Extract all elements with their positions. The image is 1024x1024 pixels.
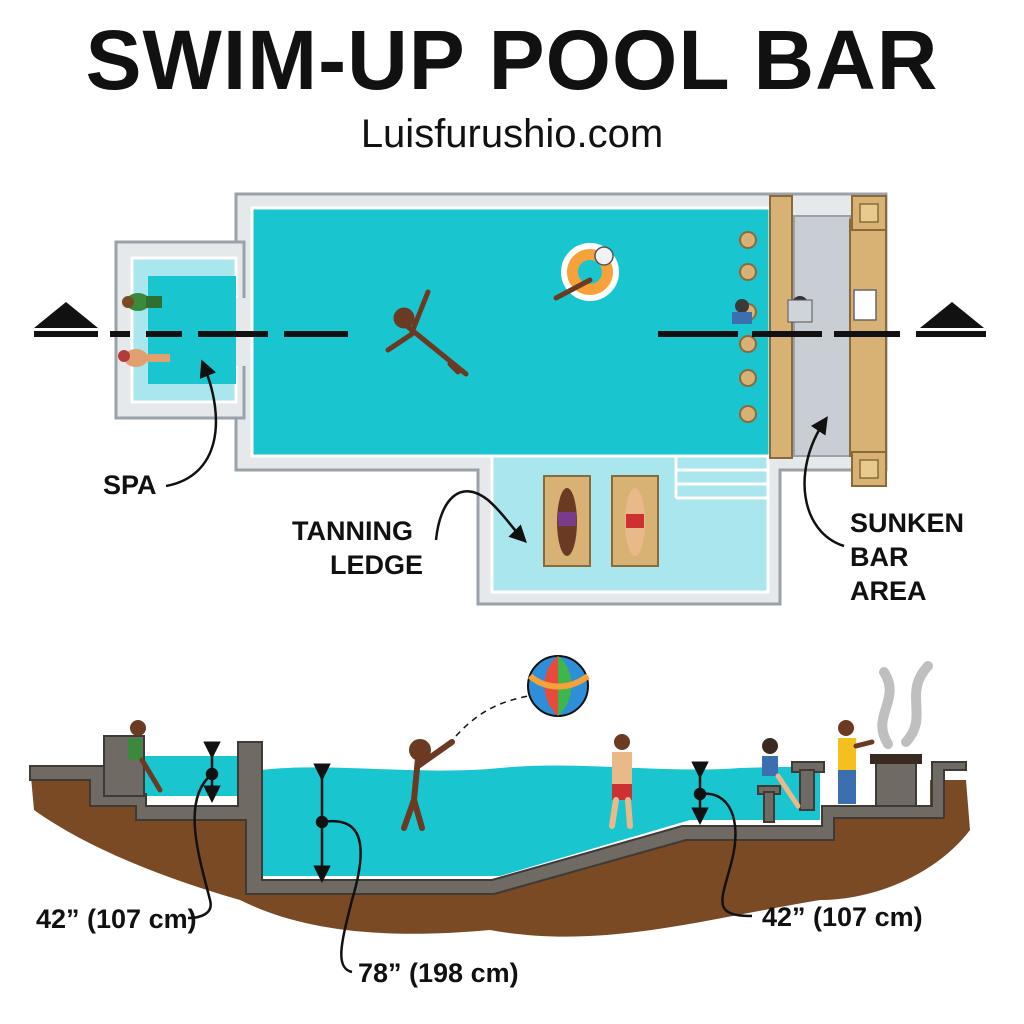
grill (875, 761, 917, 807)
bar-patron (732, 299, 752, 324)
lounger-1 (543, 475, 591, 567)
grill-chef (838, 720, 875, 804)
floating-swimmer (385, 289, 469, 377)
tanning-label-line2: LEDGE (330, 550, 423, 580)
spa-sitter (128, 720, 163, 793)
inner-tube (553, 243, 619, 301)
plan-view: SPA TANNING LEDGE SUNKEN BAR AREA (34, 192, 986, 606)
sunken-label-line1: SUNKEN (850, 508, 964, 538)
deep-depth-label: 78” (198 cm) (358, 958, 519, 988)
page-title: SWIM-UP POOL BAR (85, 13, 939, 107)
sunken-label-line2: BAR (850, 542, 909, 572)
lounger-2 (611, 475, 659, 567)
back-bar-counter (849, 219, 887, 457)
bartender (787, 296, 813, 323)
pool-steps (674, 456, 768, 500)
bar-corner-bottom-inner (859, 459, 879, 479)
spa-label: SPA (103, 470, 157, 500)
tanning-label-line1: TANNING (292, 516, 413, 546)
ball-trajectory (455, 695, 529, 737)
spa-person-2 (118, 349, 170, 367)
section-view: 42” (107 cm) 78” (198 cm) 42” (107 cm) (29, 655, 970, 988)
bar-sink (853, 289, 877, 321)
sunken-label-line3: AREA (850, 576, 927, 606)
section-bar-counter-post (799, 769, 815, 811)
bar-corner-top-inner (859, 203, 879, 223)
grill-top (870, 754, 922, 764)
spa-depth-label: 42” (107 cm) (36, 904, 197, 934)
spa-depth-leader (187, 773, 213, 920)
section-pool-water (262, 765, 820, 876)
spa-person-1 (122, 293, 162, 311)
smoke-icon (877, 661, 933, 749)
section-marker-triangle-icon (920, 302, 984, 328)
swimmer-standing (609, 734, 633, 829)
spa-inner-water (148, 276, 236, 384)
bar-depth-label: 42” (107 cm) (762, 902, 923, 932)
section-spa-water (142, 756, 238, 796)
section-bar-stool-post (763, 791, 775, 823)
bar-counter (769, 195, 793, 459)
bar-depth-leader (699, 792, 753, 918)
ball-thrower (401, 739, 455, 831)
spa-callout-arrow (165, 359, 218, 488)
bar-sitter (762, 738, 801, 809)
sunken-callout-arrow (803, 416, 845, 548)
section-marker-triangle-icon (34, 302, 98, 328)
tanning-callout-arrow (434, 490, 527, 543)
beach-ball-icon (527, 655, 590, 717)
deep-depth-leader (321, 819, 362, 974)
page-subtitle: Luisfurushio.com (360, 112, 664, 156)
